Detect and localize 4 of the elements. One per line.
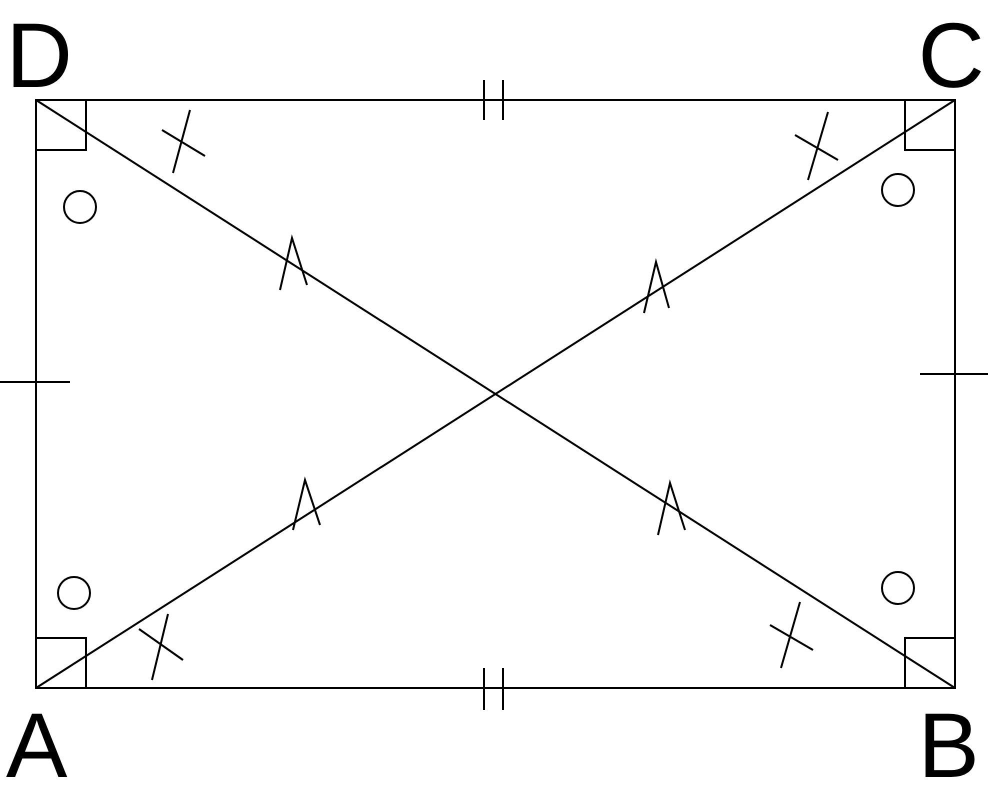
vertex-label: A — [6, 700, 68, 790]
vertex-label: C — [918, 10, 984, 102]
vertex-label: B — [918, 700, 980, 790]
vertex-label: D — [6, 10, 72, 102]
